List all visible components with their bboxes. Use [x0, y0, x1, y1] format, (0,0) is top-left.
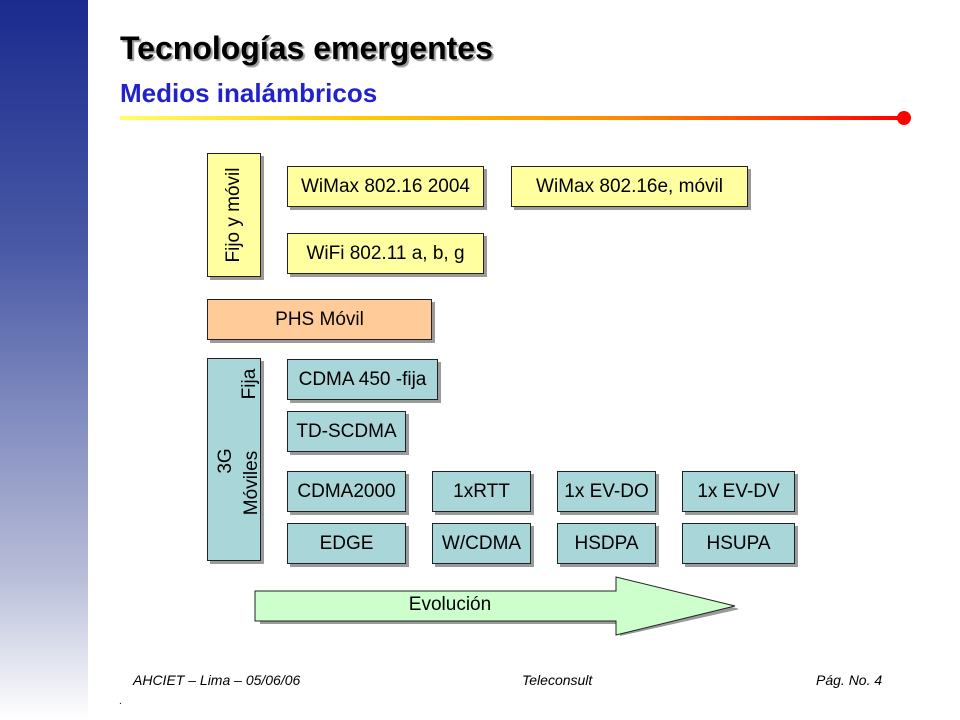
- footer-dot: .: [119, 696, 122, 707]
- box-hsupa: HSUPA: [682, 523, 795, 564]
- title-underline: [120, 116, 902, 120]
- box-wimax-e: WiMax 802.16e, móvil: [511, 166, 748, 207]
- box-hsdpa: HSDPA: [557, 523, 656, 564]
- group-fijo-movil: [207, 153, 261, 277]
- footer-right: Pág. No. 4: [816, 672, 883, 688]
- box-phs: PHS Móvil: [207, 299, 432, 340]
- box-wcdma: W/CDMA: [432, 523, 531, 564]
- underline-dot: [897, 111, 911, 125]
- box-1xrtt: 1xRTT: [432, 471, 531, 512]
- sidebar-gradient: [0, 0, 88, 720]
- box-wimax-2004: WiMax 802.16 2004: [287, 166, 484, 207]
- group-fijo-movil-label: Fijo y móvil: [223, 167, 244, 263]
- box-wifi: WiFi 802.11 a, b, g: [287, 233, 484, 274]
- group-3g: [207, 358, 261, 561]
- group-3g-label: 3G: [215, 448, 236, 474]
- box-cdma450: CDMA 450 -fija: [287, 359, 438, 400]
- evolution-arrow: [254, 576, 738, 636]
- group-fija-label: Fija: [239, 368, 260, 400]
- page-title: Tecnologías emergentes: [120, 30, 493, 66]
- box-edge: EDGE: [287, 523, 406, 564]
- box-1x-ev-do: 1x EV-DO: [557, 471, 656, 512]
- evolution-label: Evolución: [408, 594, 492, 615]
- footer-left: AHCIET – Lima – 05/06/06: [133, 672, 301, 688]
- group-moviles-label: Móviles: [241, 450, 262, 516]
- page-subtitle: Medios inalámbricos: [120, 78, 378, 108]
- footer-center: Teleconsult: [522, 672, 593, 688]
- box-tdscdma: TD-SCDMA: [287, 411, 406, 452]
- box-1x-ev-dv: 1x EV-DV: [682, 471, 795, 512]
- box-cdma2000: CDMA2000: [287, 471, 406, 512]
